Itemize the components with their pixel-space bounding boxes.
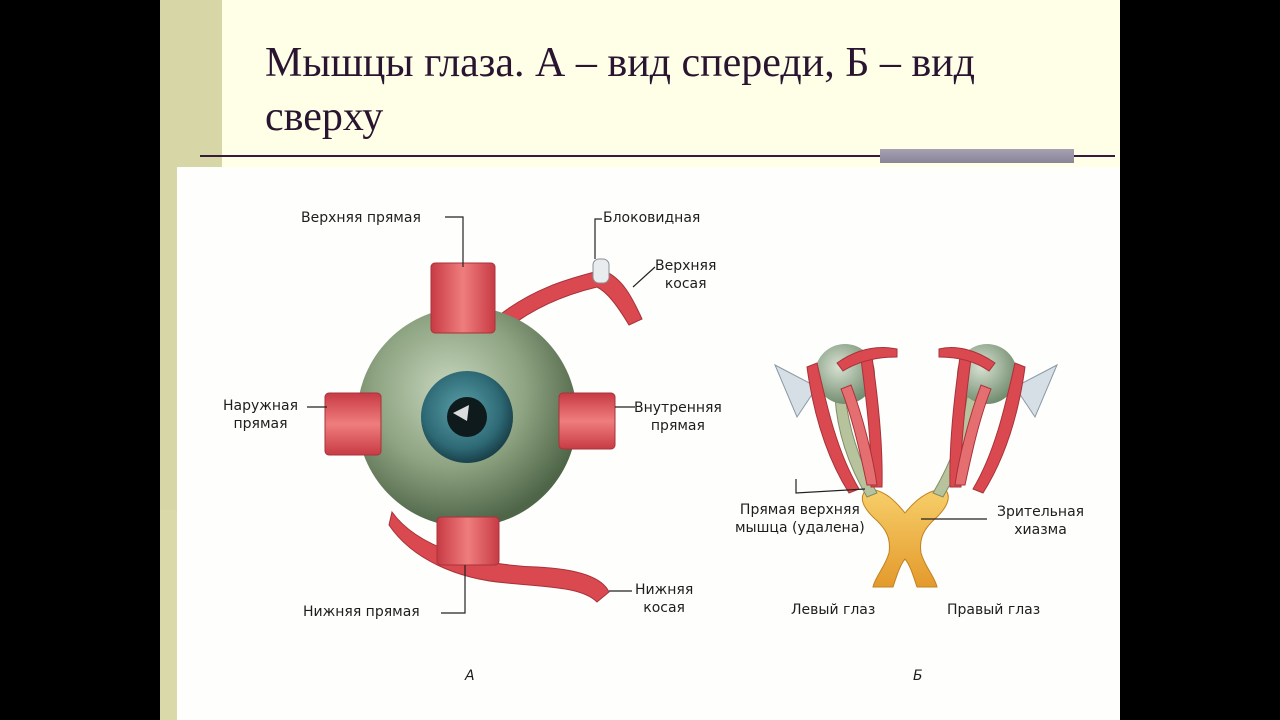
- left-eye-superior-oblique: [836, 347, 898, 372]
- superior-rectus-muscle: [430, 262, 496, 334]
- label-superior-oblique: Верхняя косая: [655, 257, 716, 293]
- slide: Мышцы глаза. А – вид спереди, Б – вид св…: [160, 0, 1120, 720]
- label-inferior-oblique-line2: косая: [643, 600, 685, 616]
- label-superior-rectus: Верхняя прямая: [301, 210, 421, 226]
- left-eye-lateral-rectus: [806, 362, 860, 494]
- label-chiasm-line1: Зрительная: [997, 504, 1085, 520]
- left-eye-medial-rectus: [860, 356, 883, 488]
- label-left-eye: Левый глаз: [791, 602, 876, 618]
- trochlea: [592, 258, 610, 284]
- lateral-rectus-muscle: [324, 392, 382, 456]
- inferior-rectus-muscle: [436, 516, 500, 566]
- label-inferior-rectus: Нижняя прямая: [303, 604, 420, 620]
- label-lateral-rectus-line1: Наружная: [223, 398, 299, 414]
- eye-muscles-illustration: [307, 216, 1059, 614]
- medial-rectus-muscle: [558, 392, 616, 450]
- left-eye-inferior-rectus: [840, 384, 878, 486]
- label-chiasm-line2: хиазма: [1014, 522, 1067, 538]
- panel-b-caption: Б: [913, 668, 923, 684]
- right-eye-inferior-rectus: [954, 384, 992, 486]
- label-medial-rectus-line1: Внутренняя: [634, 400, 722, 416]
- right-eye-lid: [1014, 363, 1059, 419]
- label-optic-chiasm: Зрительная хиазма: [997, 503, 1084, 539]
- label-superior-oblique-line1: Верхняя: [655, 258, 717, 274]
- slide-title: Мышцы глаза. А – вид спереди, Б – вид св…: [265, 40, 976, 140]
- label-inferior-oblique: Нижняя косая: [635, 581, 693, 617]
- label-removed-muscle-line1: Прямая верхняя: [739, 502, 860, 518]
- label-medial-rectus-line2: прямая: [650, 418, 705, 434]
- label-lateral-rectus-line2: прямая: [233, 416, 288, 432]
- label-inferior-oblique-line1: Нижняя: [635, 582, 694, 598]
- panel-a-caption: А: [465, 668, 475, 684]
- superior-oblique-muscle: [496, 269, 643, 330]
- label-lateral-rectus: Наружная прямая: [223, 397, 298, 433]
- panel-a-leader-lines: [307, 216, 656, 614]
- label-removed-muscle-line2: мышца (удалена): [735, 520, 865, 536]
- left-eye-lid: [773, 363, 818, 419]
- optic-chiasm: [861, 488, 949, 588]
- label-right-eye: Правый глаз: [947, 602, 1041, 618]
- right-eye-medial-rectus: [949, 356, 972, 488]
- right-eye-lateral-rectus: [972, 362, 1026, 494]
- label-superior-oblique-line2: косая: [664, 276, 707, 292]
- side-decor-bar-lower: [160, 510, 178, 720]
- pupil-highlight: [453, 405, 469, 421]
- label-removed-superior-rectus: Прямая верхняя мышца (удалена): [735, 501, 865, 537]
- right-eye-superior-oblique: [938, 347, 996, 372]
- title-underline: [200, 155, 1115, 157]
- label-medial-rectus: Внутренняя прямая: [634, 399, 722, 435]
- eye-muscles-figure: Верхняя прямая Блоковидная Верхняя косая…: [177, 167, 1120, 720]
- panel-b-leader-lines: [795, 479, 987, 520]
- label-trochlea: Блоковидная: [603, 210, 701, 226]
- title-underline-accent: [880, 149, 1074, 163]
- left-optic-nerve: [834, 394, 878, 498]
